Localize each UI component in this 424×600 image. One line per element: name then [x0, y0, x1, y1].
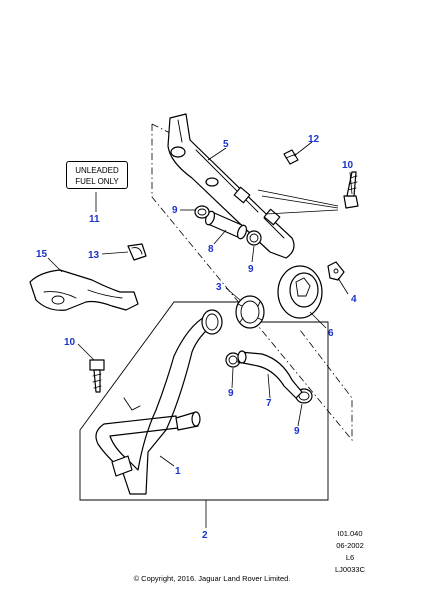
- assembly-frame-lower: [79, 301, 329, 501]
- callout-4: 4: [351, 294, 357, 305]
- callout-9-b: 9: [248, 264, 254, 275]
- callout-6: 6: [328, 328, 334, 339]
- reference-id: I01.040: [337, 529, 363, 538]
- callout-8: 8: [208, 244, 214, 255]
- reference-date: 06-2002: [336, 541, 364, 550]
- hose-clip-b: [246, 230, 262, 246]
- vent-hose: [237, 350, 303, 399]
- reference-code: LJ0033C: [334, 565, 366, 574]
- screw-upper: [343, 171, 359, 209]
- heat-shield: [29, 269, 139, 311]
- fuel-label-line2: FUEL ONLY: [75, 177, 119, 186]
- callout-12: 12: [308, 134, 320, 145]
- seal-ring: [235, 295, 265, 329]
- copyright-notice: © Copyright, 2016. Jaguar Land Rover Lim…: [133, 574, 291, 583]
- filler-cap-lock: [327, 261, 345, 281]
- assembly-frame-upper-dashed: [151, 124, 353, 442]
- reference-block: I01.040 06-2002 L6 LJ0033C: [320, 528, 380, 576]
- leader-lines: [47, 141, 353, 528]
- hose-clip-a: [194, 205, 210, 219]
- callout-11: 11: [89, 214, 100, 225]
- callout-15: 15: [36, 249, 48, 260]
- callout-5: 5: [223, 139, 229, 150]
- unleaded-fuel-label: UNLEADED FUEL ONLY: [66, 161, 128, 189]
- fuel-filler-pipe: [95, 309, 223, 495]
- callout-13: 13: [88, 250, 100, 261]
- filler-neck-upper-pipe: [167, 113, 295, 259]
- callout-9-d: 9: [294, 426, 300, 437]
- reference-model: L6: [345, 553, 355, 562]
- callout-3: 3: [216, 282, 222, 293]
- callout-9-c: 9: [228, 388, 234, 399]
- pipe-clip: [127, 243, 147, 261]
- retaining-clip: [283, 149, 299, 165]
- callout-10-b: 10: [64, 337, 76, 348]
- fuel-label-line1: UNLEADED: [75, 166, 119, 175]
- screw-lower: [89, 359, 105, 393]
- callout-7: 7: [266, 398, 272, 409]
- callout-9-a: 9: [172, 205, 178, 216]
- callout-1: 1: [175, 466, 181, 477]
- callout-2: 2: [202, 530, 208, 541]
- breather-hose: [204, 210, 248, 240]
- callout-10-a: 10: [342, 160, 354, 171]
- filler-cap-housing: [277, 265, 323, 319]
